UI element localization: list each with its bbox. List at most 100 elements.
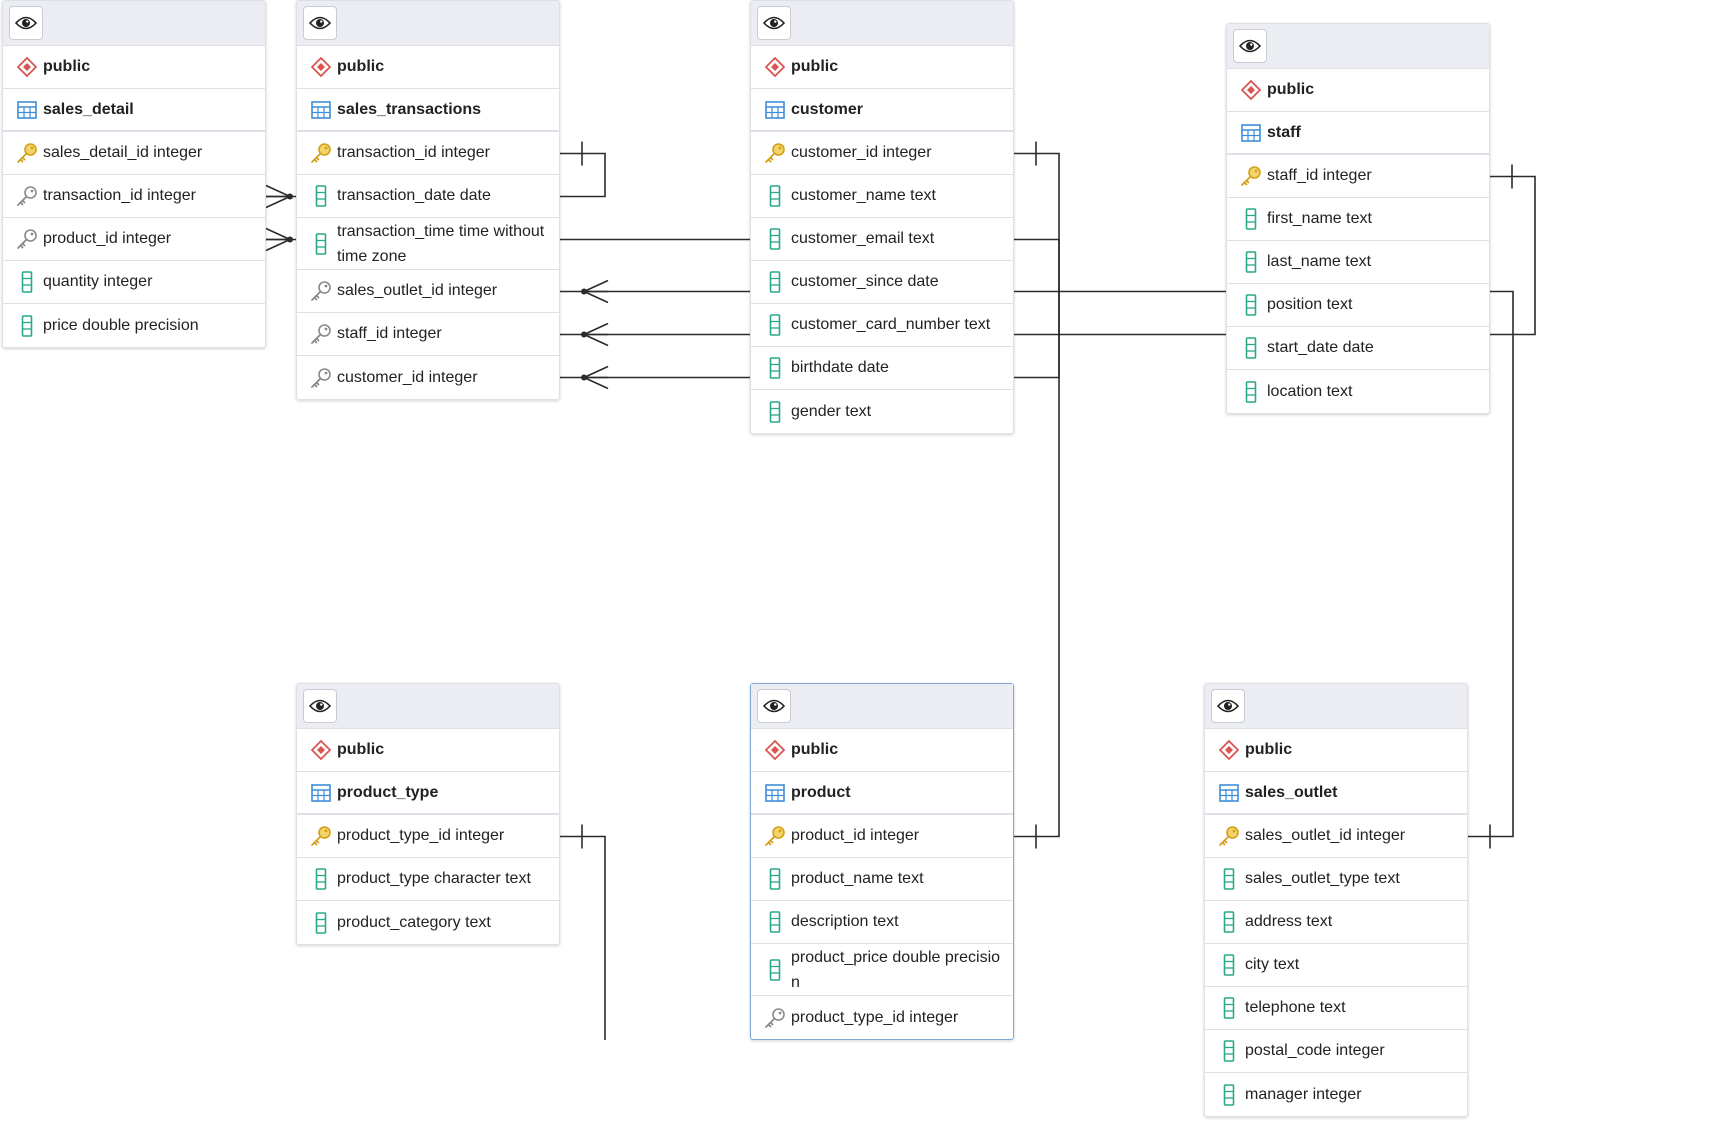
column-row[interactable]: transaction_id integer [3,175,265,218]
column-row[interactable]: customer_id integer [297,356,559,399]
column-row[interactable]: birthdate date [751,347,1013,390]
column-label: price double precision [43,316,199,334]
table-icon [763,781,787,805]
column-icon [1217,867,1241,891]
foreign-key-icon [309,366,333,390]
table-name-row[interactable]: customer [751,89,1013,132]
toggle-visibility-button[interactable] [1233,29,1267,63]
column-row[interactable]: gender text [751,390,1013,433]
column-label: product_type_id integer [337,827,505,844]
foreign-key-icon [15,227,39,251]
column-icon [763,867,787,891]
column-row[interactable]: customer_name text [751,175,1013,218]
table-header[interactable] [1205,684,1467,729]
column-row[interactable]: telephone text [1205,987,1467,1030]
table-header[interactable] [751,1,1013,46]
toggle-visibility-button[interactable] [1211,689,1245,723]
column-icon [1239,336,1263,360]
column-row[interactable]: position text [1227,284,1489,327]
table-header[interactable] [1227,24,1489,69]
schema-row[interactable]: public [1205,729,1467,772]
column-row[interactable]: city text [1205,944,1467,987]
schema-row[interactable]: public [297,46,559,89]
table-name-row[interactable]: product_type [297,772,559,815]
column-row[interactable]: description text [751,901,1013,944]
relationship-line[interactable] [1014,238,1060,838]
schema-label: public [1245,741,1293,758]
column-icon [763,356,787,380]
column-label: birthdate date [791,359,889,376]
schema-row[interactable]: public [751,46,1013,89]
column-row[interactable]: last_name text [1227,241,1489,284]
column-label: staff_id integer [337,325,442,342]
eye-icon [1217,699,1239,713]
column-row[interactable]: location text [1227,370,1489,413]
column-row[interactable]: start_date date [1227,327,1489,370]
table-name-row[interactable]: staff [1227,112,1489,155]
table-node-sales-transactions[interactable]: public sales_transactions transaction_id… [296,0,560,400]
table-node-staff[interactable]: public staff staff_id integer first_name… [1226,23,1490,414]
toggle-visibility-button[interactable] [303,6,337,40]
schema-row[interactable]: public [751,729,1013,772]
column-row[interactable]: sales_outlet_id integer [1205,815,1467,858]
column-icon [309,867,333,891]
relationship-line[interactable] [560,835,606,1041]
column-row[interactable]: sales_detail_id integer [3,132,265,175]
column-row[interactable]: customer_email text [751,218,1013,261]
column-row[interactable]: product_name text [751,858,1013,901]
column-label: product_type character text [337,870,531,887]
schema-row[interactable]: public [1227,69,1489,112]
relationship-line[interactable] [560,152,606,198]
relationship-line[interactable] [1490,175,1536,336]
column-row[interactable]: price double precision [3,304,265,347]
column-row[interactable]: staff_id integer [297,313,559,356]
eye-icon [1239,39,1261,53]
table-header[interactable] [3,1,265,46]
table-header[interactable] [751,684,1013,729]
table-name-row[interactable]: sales_detail [3,89,265,132]
table-header[interactable] [297,1,559,46]
column-row[interactable]: postal_code integer [1205,1030,1467,1073]
table-header[interactable] [297,684,559,729]
column-row[interactable]: transaction_time time without time zone [297,218,559,270]
table-name-row[interactable]: product [751,772,1013,815]
toggle-visibility-button[interactable] [303,689,337,723]
column-row[interactable]: transaction_id integer [297,132,559,175]
column-row[interactable]: product_id integer [3,218,265,261]
column-row[interactable]: quantity integer [3,261,265,304]
column-row[interactable]: product_type_id integer [751,996,1013,1039]
schema-row[interactable]: public [297,729,559,772]
column-label: sales_outlet_id integer [337,282,498,299]
column-row[interactable]: sales_outlet_type text [1205,858,1467,901]
column-row[interactable]: product_type_id integer [297,815,559,858]
table-name-row[interactable]: sales_transactions [297,89,559,132]
toggle-visibility-button[interactable] [757,689,791,723]
column-row[interactable]: transaction_date date [297,175,559,218]
toggle-visibility-button[interactable] [9,6,43,40]
column-row[interactable]: customer_card_number text [751,304,1013,347]
many-marker [581,365,609,390]
column-icon [1217,953,1241,977]
schema-row[interactable]: public [3,46,265,89]
column-row[interactable]: first_name text [1227,198,1489,241]
table-node-product[interactable]: public product product_id integer produc… [750,683,1014,1040]
column-row[interactable]: staff_id integer [1227,155,1489,198]
column-row[interactable]: product_id integer [751,815,1013,858]
table-node-sales-outlet[interactable]: public sales_outlet sales_outlet_id inte… [1204,683,1468,1117]
column-row[interactable]: customer_since date [751,261,1013,304]
toggle-visibility-button[interactable] [757,6,791,40]
column-row[interactable]: sales_outlet_id integer [297,270,559,313]
column-row[interactable]: product_type character text [297,858,559,901]
column-row[interactable]: product_price double precision [751,944,1013,996]
column-row[interactable]: customer_id integer [751,132,1013,175]
table-name-row[interactable]: sales_outlet [1205,772,1467,815]
relationship-line[interactable] [1014,152,1060,379]
column-row[interactable]: manager integer [1205,1073,1467,1116]
column-icon [763,910,787,934]
table-node-product-type[interactable]: public product_type product_type_id inte… [296,683,560,945]
table-node-sales-detail[interactable]: public sales_detail sales_detail_id inte… [2,0,266,348]
table-node-customer[interactable]: public customer customer_id integer cust… [750,0,1014,434]
column-row[interactable]: address text [1205,901,1467,944]
column-row[interactable]: product_category text [297,901,559,944]
